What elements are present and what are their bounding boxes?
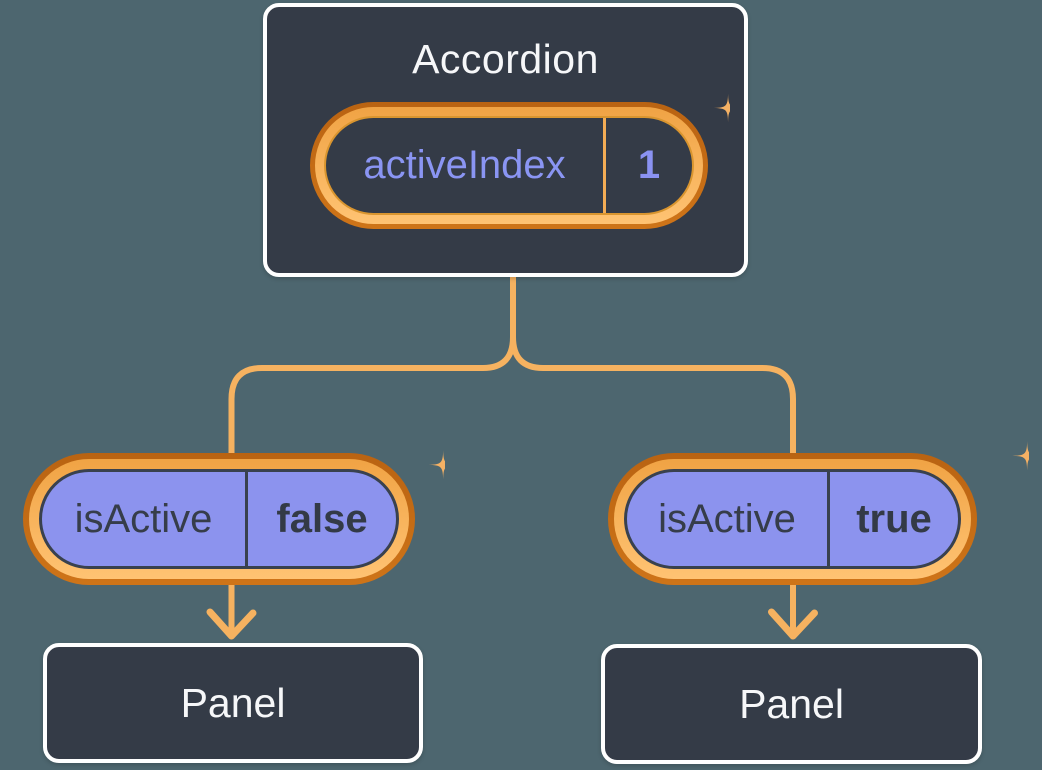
sparkle-icon bbox=[713, 93, 730, 123]
panel-title: Panel bbox=[739, 680, 844, 727]
pill-divider bbox=[245, 472, 248, 566]
component-title: Accordion bbox=[412, 36, 599, 82]
prop-pill-label: isActive bbox=[658, 496, 796, 541]
sparkle-icon bbox=[1012, 441, 1029, 471]
prop-pill-value: false bbox=[276, 496, 368, 541]
panel-component-box: Panel bbox=[601, 644, 982, 764]
panel-title: Panel bbox=[180, 679, 286, 726]
connector-right-branch-line bbox=[510, 334, 796, 633]
state-pill-label: activeIndex bbox=[363, 143, 566, 187]
prop-pill-label: isActive bbox=[74, 496, 213, 541]
prop-pill-value: true bbox=[856, 496, 932, 541]
sparkle-icon bbox=[428, 450, 445, 480]
connector-left-branch-line bbox=[228, 334, 516, 633]
arrow-down-icon bbox=[206, 608, 257, 640]
arrow-down-icon bbox=[768, 608, 818, 640]
pill-divider bbox=[827, 472, 830, 566]
panel-component-box: Panel bbox=[43, 643, 423, 763]
state-pill-value: 1 bbox=[637, 143, 661, 187]
pill-divider bbox=[603, 118, 606, 213]
